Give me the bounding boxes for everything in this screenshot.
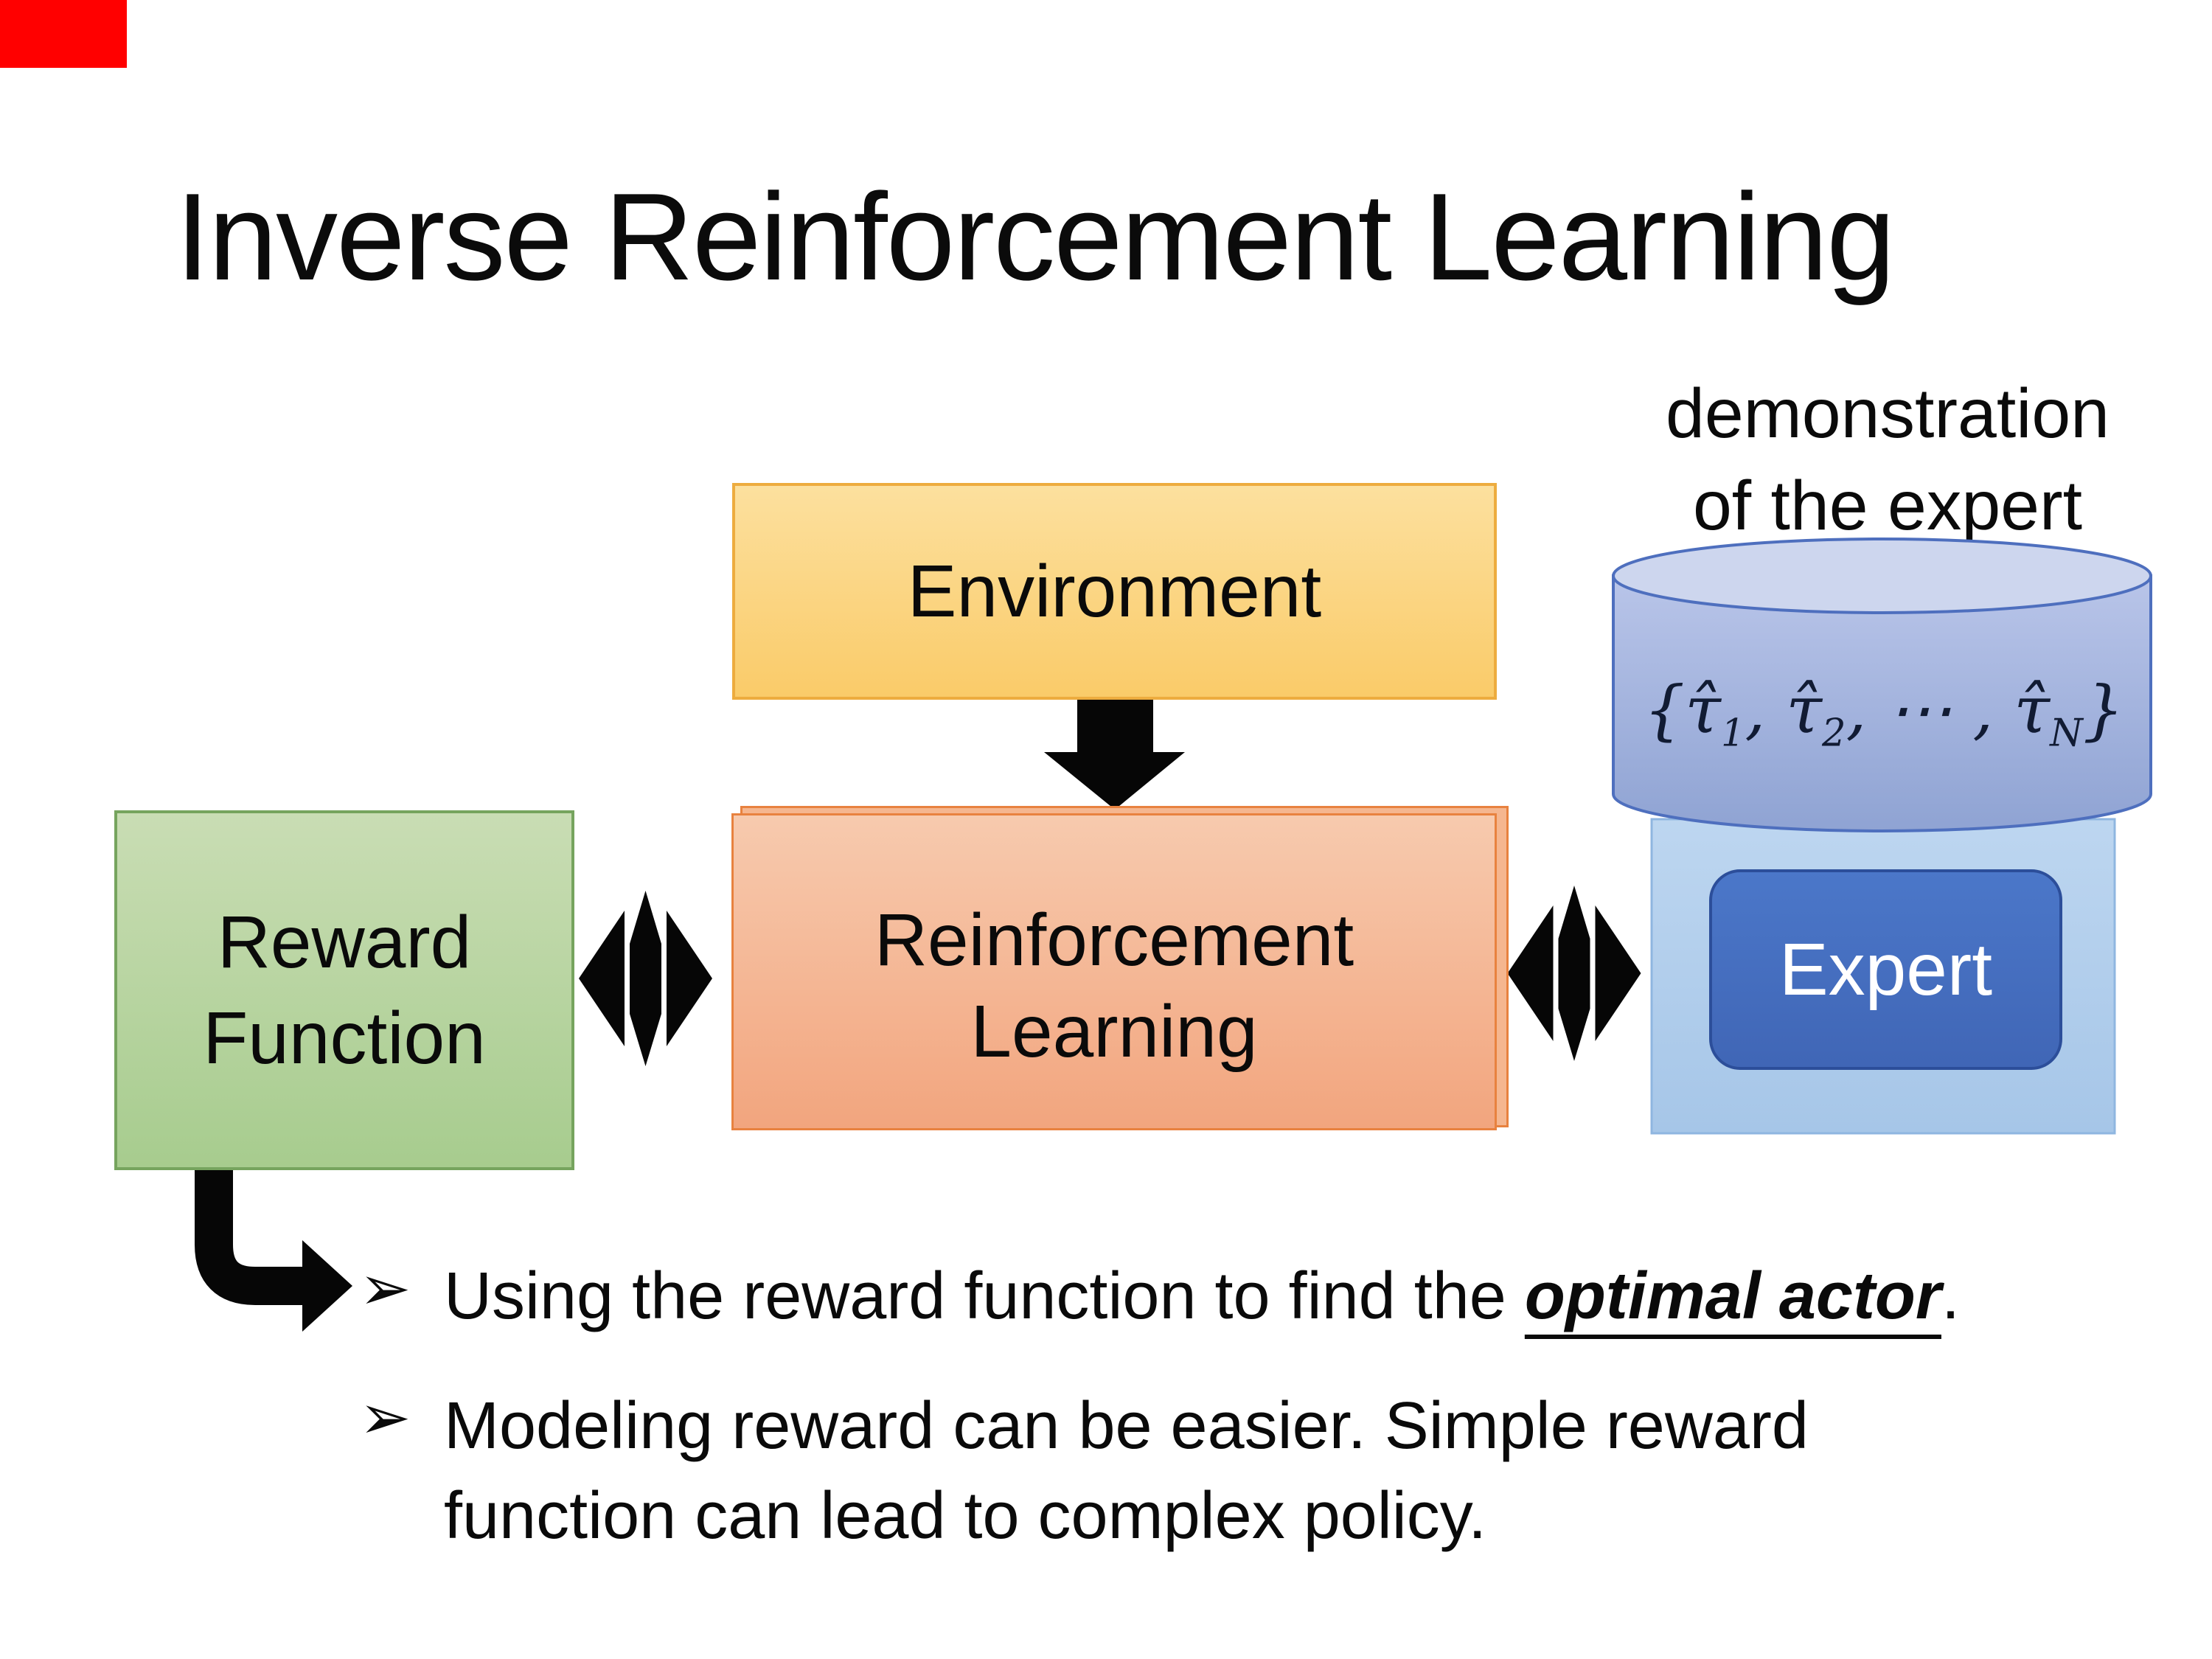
bullet-marker: ➢ xyxy=(359,1252,411,1324)
formula-subscript: N xyxy=(2050,712,2083,756)
reinforcement-learning-label: Reinforcement Learning xyxy=(874,899,1354,1073)
bullet-1-prefix: Using the reward function to find the xyxy=(444,1259,1525,1333)
formula-part: } xyxy=(2082,672,2124,748)
bullet-1: Using the reward function to find the op… xyxy=(444,1251,1960,1341)
formula-subscript: 2 xyxy=(1822,712,1846,756)
reward-function-label: Reward Function xyxy=(203,901,486,1079)
right-double-arrow-icon xyxy=(1507,886,1641,1061)
environment-label: Environment xyxy=(907,549,1322,633)
bullet-marker: ➢ xyxy=(359,1381,411,1453)
bullet-1-emphasis: optimal actor xyxy=(1524,1259,1941,1333)
down-arrow xyxy=(1044,698,1185,810)
bent-arrow xyxy=(195,1150,352,1332)
formula-subscript: 1 xyxy=(1720,712,1745,756)
trajectory-database-cylinder xyxy=(1612,538,2152,832)
reward-function-box: Reward Function xyxy=(114,810,574,1170)
formula-part: , ⋯ , τ̂ xyxy=(1846,672,2051,748)
bullet-2: Modeling reward can be easier. Simple re… xyxy=(444,1389,1809,1553)
reinforcement-learning-box: Reinforcement Learning xyxy=(731,813,1497,1130)
expert-box: Expert xyxy=(1709,869,2062,1070)
bullet-1-suffix: . xyxy=(1941,1259,1960,1333)
expert-label: Expert xyxy=(1778,928,1992,1011)
recording-indicator xyxy=(0,0,127,68)
dataset-formula: {τ̂1, τ̂2, ⋯ , τ̂N} xyxy=(1622,666,2146,754)
formula-part: {τ̂ xyxy=(1644,672,1721,748)
left-double-arrow-icon xyxy=(579,891,712,1066)
environment-box: Environment xyxy=(732,483,1497,700)
demonstration-caption: demonstration of the expert xyxy=(1665,375,2110,545)
slide-title: Inverse Reinforcement Learning xyxy=(175,167,1896,306)
formula-part: , τ̂ xyxy=(1745,672,1823,748)
